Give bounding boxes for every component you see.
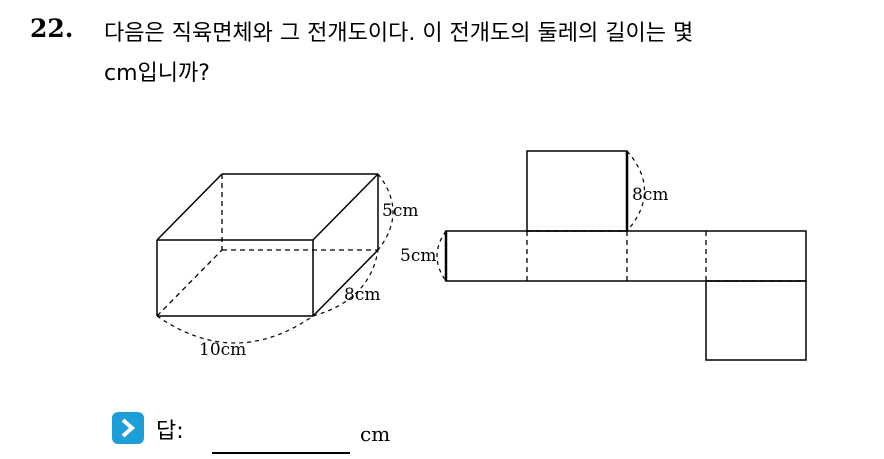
cuboid-edge <box>312 173 379 241</box>
cuboid-edge <box>312 249 379 317</box>
question-text-line-1: 다음은 직육면체와 그 전개도이다. 이 전개도의 둘레의 길이는 몇 <box>104 21 694 46</box>
cuboid-edge <box>156 173 223 241</box>
answer-label: 답: <box>156 419 184 444</box>
flap-dimension-arc <box>626 150 646 232</box>
answer-blank[interactable] <box>212 452 350 454</box>
answer-unit: cm <box>360 422 391 446</box>
question-number: 22. <box>30 14 74 43</box>
net-top-face <box>526 150 628 232</box>
chevron-right-icon <box>112 412 144 444</box>
box-height-label: 5cm <box>382 201 418 221</box>
cuboid-hidden-edge <box>156 249 223 317</box>
net-drawing <box>436 150 807 361</box>
strip-dimension-arc <box>436 230 447 282</box>
box-depth-label: 8cm <box>344 285 380 305</box>
depth-dimension-arc <box>312 249 379 317</box>
box-width-label: 10cm <box>199 340 246 360</box>
net-height-label: 5cm <box>400 246 436 266</box>
width-dimension-arc <box>156 315 314 344</box>
net-main-strip <box>445 230 807 282</box>
net-flap-label: 8cm <box>632 185 668 205</box>
cuboid-drawing <box>156 173 394 344</box>
net-bottom-face <box>705 280 807 361</box>
height-dimension-arc <box>377 173 394 251</box>
question-text-line-2: cm입니까? <box>104 61 210 86</box>
